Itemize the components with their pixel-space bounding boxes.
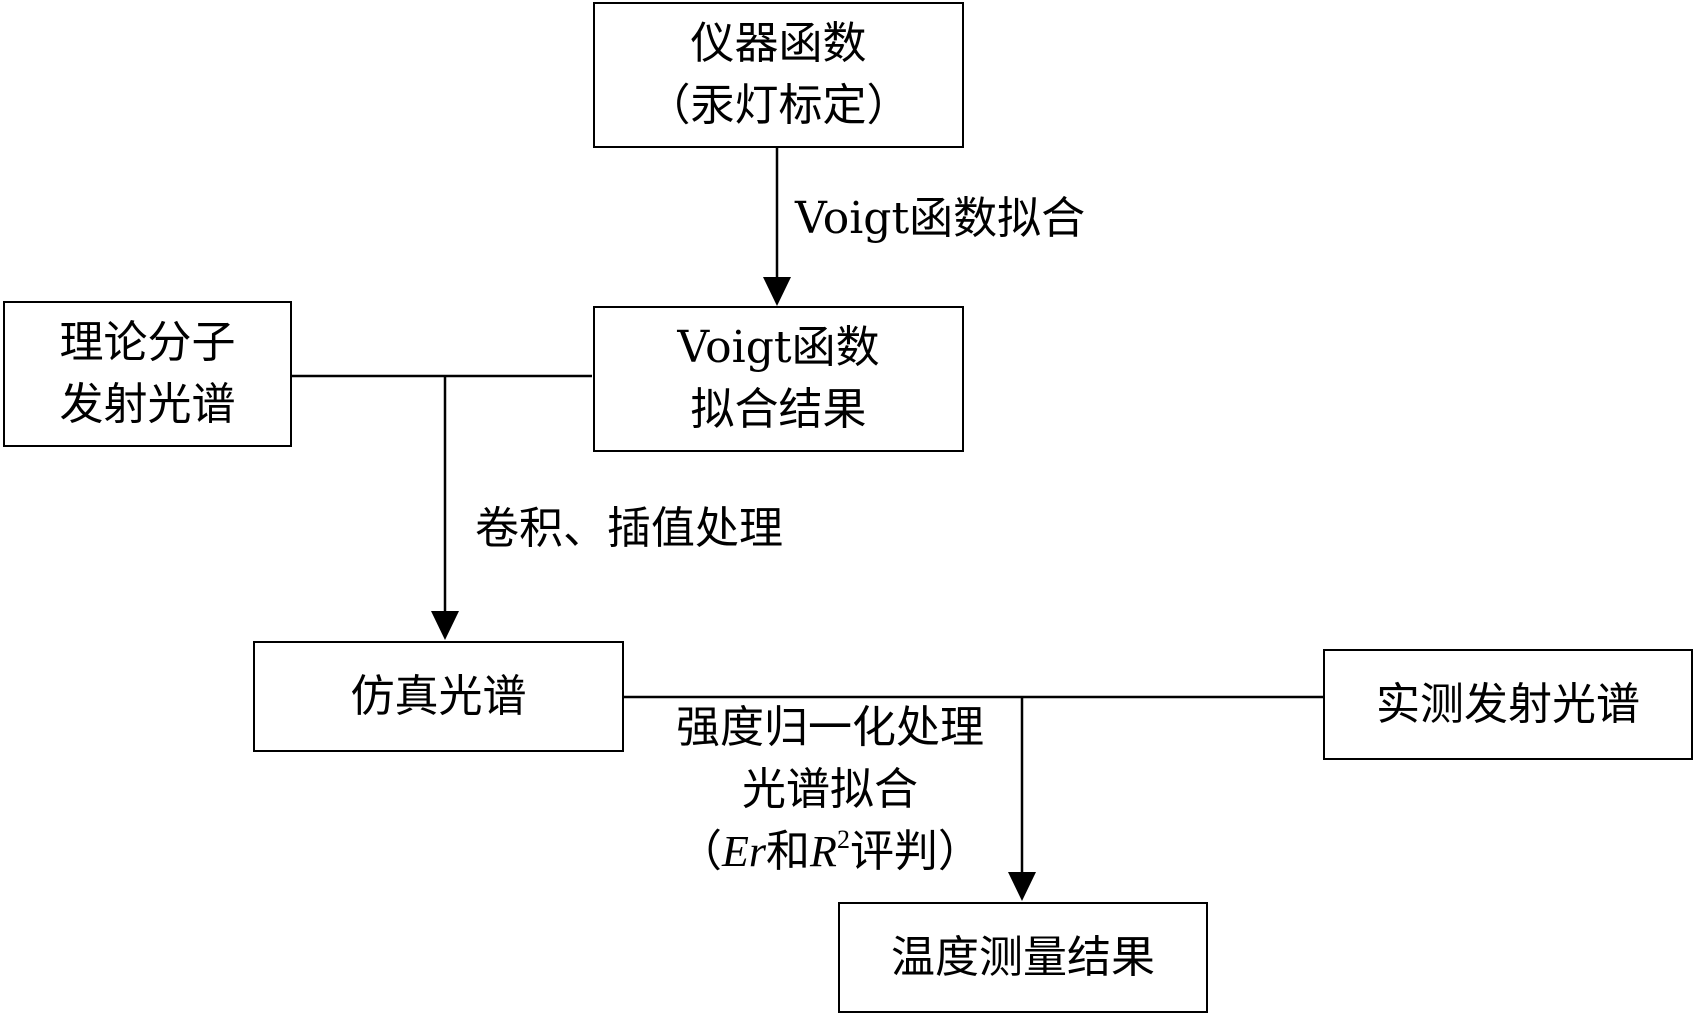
- instrument-line2: （汞灯标定）: [646, 80, 911, 131]
- edge-label-fitting-group: 强度归一化处理 光谱拟合 （Er和R2评判）: [640, 697, 1020, 883]
- criteria-sup: 2: [836, 825, 850, 854]
- edge-label-normalize: 强度归一化处理: [676, 702, 984, 753]
- criteria-tail: 评判）: [849, 826, 982, 877]
- voigt-result-line2: 拟合结果: [690, 384, 867, 435]
- theory-spectrum-box: 理论分子 发射光谱: [3, 301, 292, 447]
- instrument-line1: 仪器函数: [690, 18, 867, 69]
- edge-label-convolution: 卷积、插值处理: [475, 503, 783, 554]
- measured-label: 实测发射光谱: [1376, 678, 1640, 730]
- criteria-open: （: [678, 826, 723, 877]
- criteria-r: R: [810, 827, 837, 876]
- arrowhead-voigt: [763, 277, 791, 306]
- simulated-label: 仿真光谱: [350, 670, 527, 722]
- theory-line1: 理论分子: [59, 317, 236, 368]
- criteria-and: 和: [766, 826, 811, 877]
- edge-label-criteria: （Er和R2评判）: [640, 821, 1020, 883]
- voigt-result-box: Voigt函数 拟合结果: [593, 306, 964, 452]
- temperature-result-box: 温度测量结果: [838, 902, 1208, 1013]
- edge-label-spectral-fit: 光谱拟合: [742, 764, 918, 815]
- instrument-function-box: 仪器函数 （汞灯标定）: [593, 2, 964, 148]
- voigt-result-line1: Voigt函数: [677, 322, 880, 373]
- theory-line2: 发射光谱: [59, 379, 236, 430]
- arrowhead-temperature: [1008, 872, 1036, 901]
- temperature-label: 温度测量结果: [891, 931, 1155, 983]
- edge-label-voigt-fit: Voigt函数拟合: [795, 193, 1086, 244]
- measured-spectrum-box: 实测发射光谱: [1323, 649, 1693, 760]
- simulated-spectrum-box: 仿真光谱: [253, 641, 624, 752]
- criteria-er: Er: [722, 827, 767, 876]
- arrowhead-simulated: [431, 611, 459, 640]
